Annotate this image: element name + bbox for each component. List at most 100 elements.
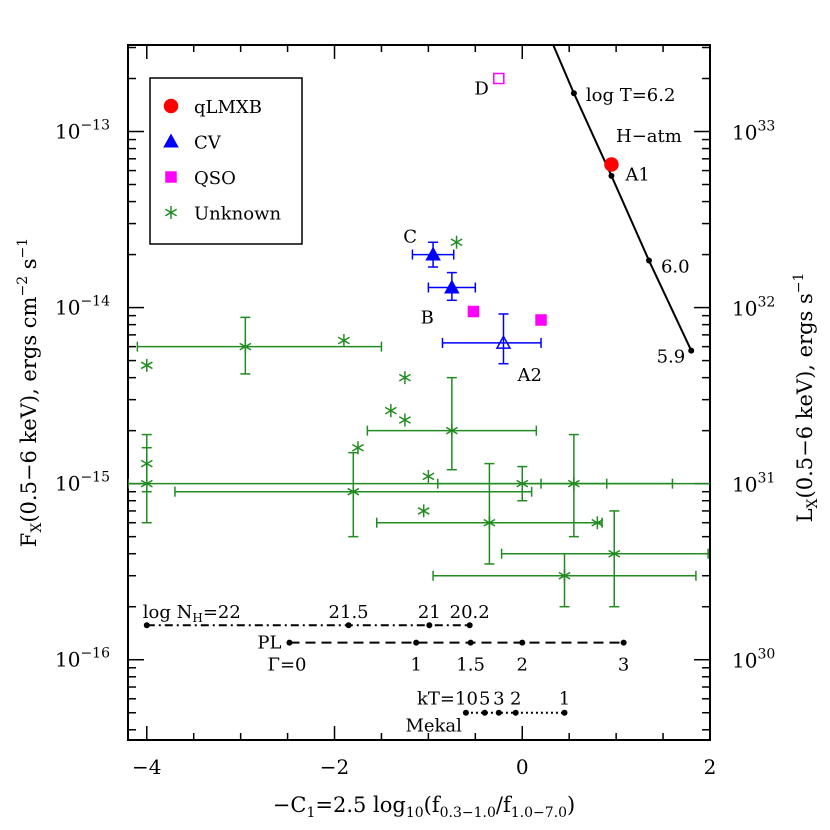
pl-node-label: Γ=0 bbox=[267, 655, 306, 676]
dashdot-node bbox=[426, 622, 433, 629]
unknown-marker bbox=[558, 569, 571, 583]
data-point-unknown bbox=[136, 316, 383, 375]
data-point-unknown bbox=[540, 433, 608, 538]
point-label: A2 bbox=[516, 365, 541, 386]
data-points bbox=[128, 72, 710, 608]
data-point-unknown bbox=[174, 451, 533, 538]
data-point-qlmxb bbox=[604, 157, 619, 172]
point-label: D bbox=[474, 79, 488, 100]
unknown-marker bbox=[422, 469, 435, 483]
data-point-qso bbox=[493, 72, 505, 85]
dashed-node bbox=[467, 639, 474, 646]
legend-entry: CV bbox=[163, 133, 222, 154]
nh-node-label: 21 bbox=[418, 602, 441, 623]
plot-frame bbox=[127, 44, 711, 741]
point-label: C bbox=[403, 227, 417, 248]
mekal-node-label: 2 bbox=[510, 689, 521, 710]
data-point-cv bbox=[427, 271, 477, 302]
dashed-node bbox=[620, 639, 627, 646]
dotted-node bbox=[462, 709, 469, 716]
cv-marker bbox=[425, 246, 441, 261]
x-tick-label: 2 bbox=[704, 755, 717, 779]
h-atm-node bbox=[570, 90, 577, 97]
dashed-node bbox=[286, 639, 293, 646]
data-point-unknown bbox=[398, 413, 411, 427]
dashdot-node bbox=[345, 622, 352, 629]
unknown-marker bbox=[337, 334, 350, 348]
y-axis-title-text: FX(0.5−6 keV), ergs cm−2 s−1 bbox=[15, 238, 45, 547]
unknown-marker bbox=[347, 485, 360, 499]
dotted-node bbox=[561, 709, 568, 716]
data-point-unknown bbox=[337, 334, 350, 348]
qlmxb-marker bbox=[604, 157, 619, 172]
dashed-node bbox=[519, 639, 526, 646]
unknown-marker bbox=[608, 547, 621, 561]
legend-label: QSO bbox=[194, 168, 236, 189]
dashdot-node bbox=[466, 622, 473, 629]
dashed-node bbox=[413, 639, 420, 646]
y-right-tick-label: 1033 bbox=[732, 119, 775, 145]
unknown-marker bbox=[450, 235, 463, 249]
x-axis-title: −C1=2.5 log10(f0.3−1.0/f1.0−7.0) bbox=[273, 793, 575, 821]
data-point-unknown bbox=[422, 469, 435, 483]
qso-marker bbox=[493, 72, 505, 85]
pl-node-label: 1.5 bbox=[456, 655, 485, 676]
data-point-unknown bbox=[366, 376, 538, 471]
unknown-marker bbox=[398, 413, 411, 427]
y-axis-title: FX(0.5−6 keV), ergs cm−2 s−1 bbox=[15, 238, 45, 547]
legend: qLMXB CV QSO Unknown bbox=[149, 77, 303, 245]
dotted-node bbox=[512, 709, 519, 716]
dotted-node bbox=[495, 709, 502, 716]
y-right-tick-label: 1032 bbox=[732, 295, 775, 321]
y-tick-label: 10−16 bbox=[55, 646, 110, 672]
unknown-marker bbox=[384, 404, 397, 418]
pl-node-label: 2 bbox=[517, 655, 528, 676]
legend-entry: Unknown bbox=[164, 204, 282, 225]
h-atm-node-label: log T=6.2 bbox=[586, 85, 676, 106]
cv-marker bbox=[444, 279, 460, 294]
qso-marker bbox=[535, 314, 547, 326]
legend-circle-icon bbox=[163, 98, 179, 114]
pl-node-label: 3 bbox=[618, 655, 629, 676]
x-tick-label: −2 bbox=[320, 755, 349, 779]
legend-entry: qLMXB bbox=[163, 97, 262, 118]
h-atm-node bbox=[608, 172, 615, 179]
data-point-cv bbox=[411, 241, 455, 268]
nh-node-label: 20.2 bbox=[450, 602, 490, 623]
mekal-lead-label: Mekal bbox=[405, 716, 462, 737]
dashdot-node bbox=[143, 622, 150, 629]
cv-marker bbox=[495, 334, 512, 349]
h-atm-label: H−atm bbox=[616, 126, 682, 147]
pl-lead-label: PL bbox=[257, 633, 281, 654]
data-point-qso bbox=[467, 305, 480, 318]
data-point-unknown bbox=[432, 552, 697, 608]
legend-triangle-icon bbox=[163, 133, 179, 148]
y-tick-label: 10−13 bbox=[55, 118, 110, 144]
plot-border bbox=[127, 44, 711, 741]
y-right-axis-title-text: LX(0.5−6 keV), ergs s−1 bbox=[791, 273, 821, 523]
unknown-marker bbox=[417, 504, 430, 518]
y-right-tick-label: 1030 bbox=[732, 647, 775, 673]
unknown-marker bbox=[140, 358, 153, 372]
qso-marker bbox=[467, 305, 480, 318]
unknown-marker bbox=[483, 516, 496, 530]
legend-star-icon bbox=[164, 206, 178, 219]
data-point-unknown bbox=[500, 510, 709, 608]
unknown-marker bbox=[140, 477, 153, 491]
data-point-unknown bbox=[140, 358, 153, 372]
data-point-unknown bbox=[417, 504, 430, 518]
x-tick-label: 0 bbox=[516, 755, 529, 779]
mekal-node-label: 3 bbox=[493, 689, 504, 710]
unknown-marker bbox=[591, 516, 604, 530]
data-point-unknown bbox=[591, 516, 604, 530]
legend-square-icon bbox=[165, 171, 177, 183]
data-point-unknown bbox=[398, 371, 411, 385]
data-point-cv bbox=[441, 313, 542, 365]
x-tick-label: −4 bbox=[132, 755, 161, 779]
mekal-node-label: 5 bbox=[479, 689, 490, 710]
legend-entry: QSO bbox=[165, 168, 236, 189]
model-tracks bbox=[143, 45, 695, 716]
